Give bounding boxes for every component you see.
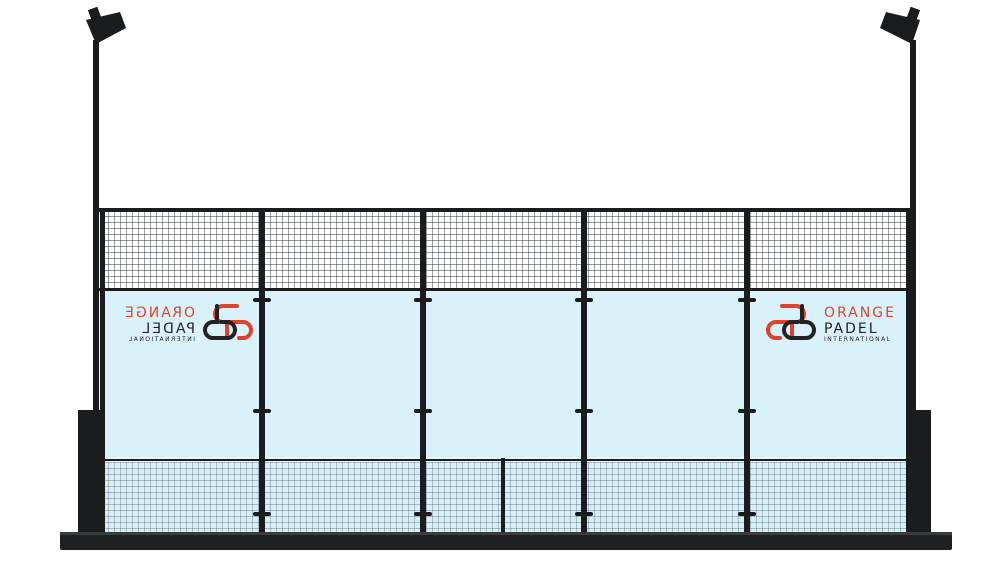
logo-left-line2: PADEL <box>140 321 195 337</box>
frame-posts <box>100 208 911 538</box>
logo-right-line3: INTERNATIONAL <box>824 336 892 343</box>
floodlight-left <box>86 6 126 540</box>
court-base <box>60 532 952 550</box>
frame-rails <box>98 208 916 461</box>
logo-right-line2: PADEL <box>824 321 879 337</box>
op-interlock-logo-icon <box>766 304 816 340</box>
logo-left-line1: ORANGE <box>123 305 195 321</box>
floodlight-icon <box>880 6 921 44</box>
glass-wall <box>104 290 910 460</box>
floodlight-icon <box>86 6 126 44</box>
logo-right: ORANGE PADEL INTERNATIONAL <box>766 304 896 343</box>
logo-left-line3: INTERNATIONAL <box>127 336 195 343</box>
logo-right-line1: ORANGE <box>824 305 896 321</box>
op-interlock-logo-icon <box>203 304 253 340</box>
right-end-block <box>911 410 931 538</box>
upper-mesh-fence <box>104 212 910 290</box>
left-end-block <box>78 410 100 538</box>
glass-clamps <box>253 298 756 516</box>
logo-left-mirrored: ORANGE PADEL INTERNATIONAL <box>123 304 253 343</box>
